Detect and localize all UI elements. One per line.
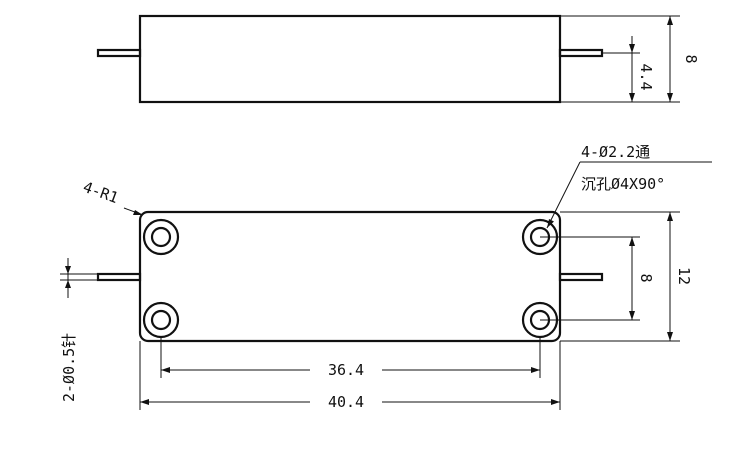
top-view-pin-left xyxy=(96,272,142,282)
pin-note-label: 2-Ø0.5针 xyxy=(60,333,78,402)
dim-total-height: 12 xyxy=(560,211,693,342)
top-view: 4-Ø2.2通 沉孔Ø4X90° 4-R1 2-Ø0.5针 8 xyxy=(60,143,712,411)
dim-hole-spacing-vertical-label: 8 xyxy=(637,273,655,282)
side-view: 8 4.4 xyxy=(96,14,700,104)
hole-bottom-left xyxy=(142,301,180,339)
hole-note-line1: 4-Ø2.2通 xyxy=(581,143,650,161)
hole-note: 4-Ø2.2通 沉孔Ø4X90° xyxy=(546,143,712,229)
dim-hole-spacing-horizontal-label: 36.4 xyxy=(328,361,364,379)
dim-hole-spacing-vertical: 8 xyxy=(540,236,655,321)
hole-note-line2: 沉孔Ø4X90° xyxy=(581,175,665,193)
dim-total-width-label: 40.4 xyxy=(328,393,364,411)
side-dim-pin-height-label: 4.4 xyxy=(637,63,655,90)
dim-hole-spacing-horizontal: 36.4 xyxy=(160,337,541,379)
side-dim-pin-height: 4.4 xyxy=(560,36,655,103)
corner-radius-label: 4-R1 xyxy=(81,178,121,207)
side-view-pin-right xyxy=(558,48,604,58)
corner-radius-note: 4-R1 xyxy=(81,178,144,216)
hole-top-left xyxy=(142,218,180,256)
side-dim-total-height-label: 8 xyxy=(682,54,700,63)
pin-note: 2-Ø0.5针 xyxy=(60,258,98,402)
side-dim-total-height: 8 xyxy=(560,15,700,103)
dim-total-height-label: 12 xyxy=(675,267,693,285)
top-view-body xyxy=(138,210,562,343)
top-view-pin-right xyxy=(558,272,604,282)
side-view-body xyxy=(138,14,562,104)
side-view-pin-left xyxy=(96,48,142,58)
dim-total-width: 40.4 xyxy=(139,341,561,411)
